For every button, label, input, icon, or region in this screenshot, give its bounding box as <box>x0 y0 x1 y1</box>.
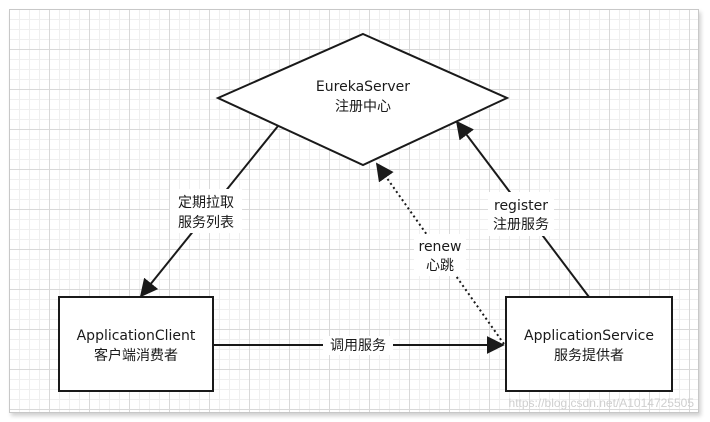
invoke-label: 调用服务 <box>330 338 386 354</box>
application-client-box <box>58 296 214 392</box>
label-renew-heartbeat: renew 心跳 <box>414 234 466 276</box>
application-client-subtitle: 客户端消费者 <box>94 347 178 364</box>
node-application-client: ApplicationClient 客户端消费者 <box>58 296 214 392</box>
application-service-subtitle: 服务提供者 <box>554 348 624 364</box>
label-register: register 注册服务 <box>488 192 554 236</box>
eureka-server-subtitle: 注册中心 <box>335 99 391 115</box>
eureka-server-diamond <box>215 32 510 167</box>
renew-label-line2: 心跳 <box>426 258 454 274</box>
application-service-title: ApplicationService <box>524 328 654 344</box>
node-eureka-server: EurekaServer 注册中心 <box>215 32 510 167</box>
eureka-server-title: EurekaServer <box>316 79 410 95</box>
register-label-line1: register <box>494 198 548 214</box>
renew-label-line1: renew <box>419 239 462 255</box>
label-invoke-service: 调用服务 <box>323 336 393 355</box>
register-label-line2: 注册服务 <box>493 217 549 233</box>
fetch-label-line1: 定期拉取 <box>178 195 234 211</box>
watermark: https://blog.csdn.net/A1014725505 <box>509 396 695 410</box>
application-client-title: ApplicationClient <box>77 328 196 344</box>
application-service-box <box>505 296 673 392</box>
node-application-service: ApplicationService 服务提供者 <box>505 296 673 392</box>
fetch-label-line2: 服务列表 <box>178 215 234 231</box>
label-fetch-service-list: 定期拉取 服务列表 <box>170 189 242 233</box>
